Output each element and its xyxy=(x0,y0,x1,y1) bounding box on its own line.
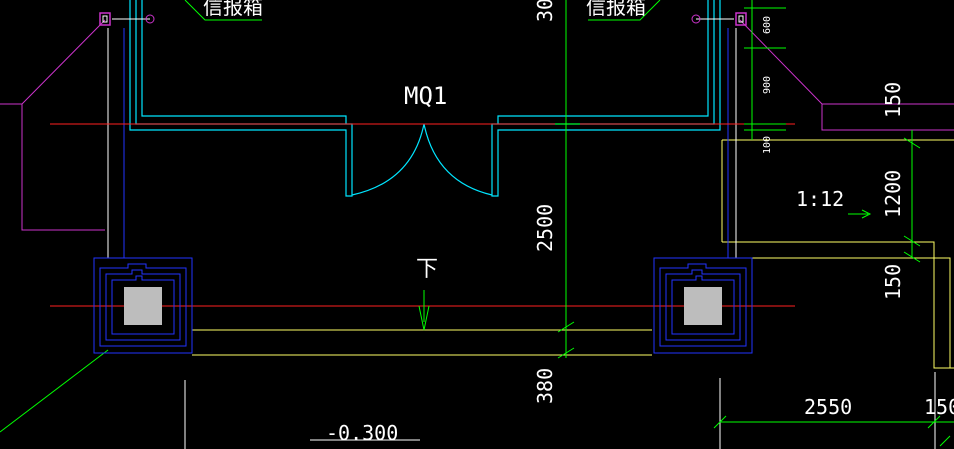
dim-2500: 2500 xyxy=(533,204,557,252)
mailbox-right-label: 信报箱 xyxy=(586,0,646,19)
label-leaders xyxy=(184,0,661,21)
column-left-core xyxy=(124,287,162,325)
dim-150-mid: 150 xyxy=(881,264,905,300)
dim-100: 100 xyxy=(762,136,773,154)
elevation-label: -0.300 xyxy=(326,421,398,445)
column-right xyxy=(653,257,753,354)
dim-150-right: 150 xyxy=(924,395,954,419)
dim-600: 600 xyxy=(762,16,773,34)
dim-2550: 2550 xyxy=(804,395,852,419)
mailbox-symbol-left xyxy=(99,12,155,26)
column-left xyxy=(93,257,193,354)
dim-150-top: 150 xyxy=(881,82,905,118)
blue-lines xyxy=(123,28,729,258)
column-right-core xyxy=(684,287,722,325)
mailbox-left-label: 信报箱 xyxy=(203,0,263,19)
white-outlines xyxy=(107,28,936,449)
slope-label: 1:12 xyxy=(796,187,844,211)
door-mq1-swing xyxy=(351,123,493,196)
door-label: MQ1 xyxy=(404,82,447,110)
dim-1200: 1200 xyxy=(881,170,905,218)
dim-380: 380 xyxy=(533,368,557,404)
mailbox-symbol-right xyxy=(691,12,747,26)
stair-down-label: 下 xyxy=(416,257,438,282)
dim-900: 900 xyxy=(762,76,773,94)
dim-30: 30 xyxy=(533,0,557,22)
